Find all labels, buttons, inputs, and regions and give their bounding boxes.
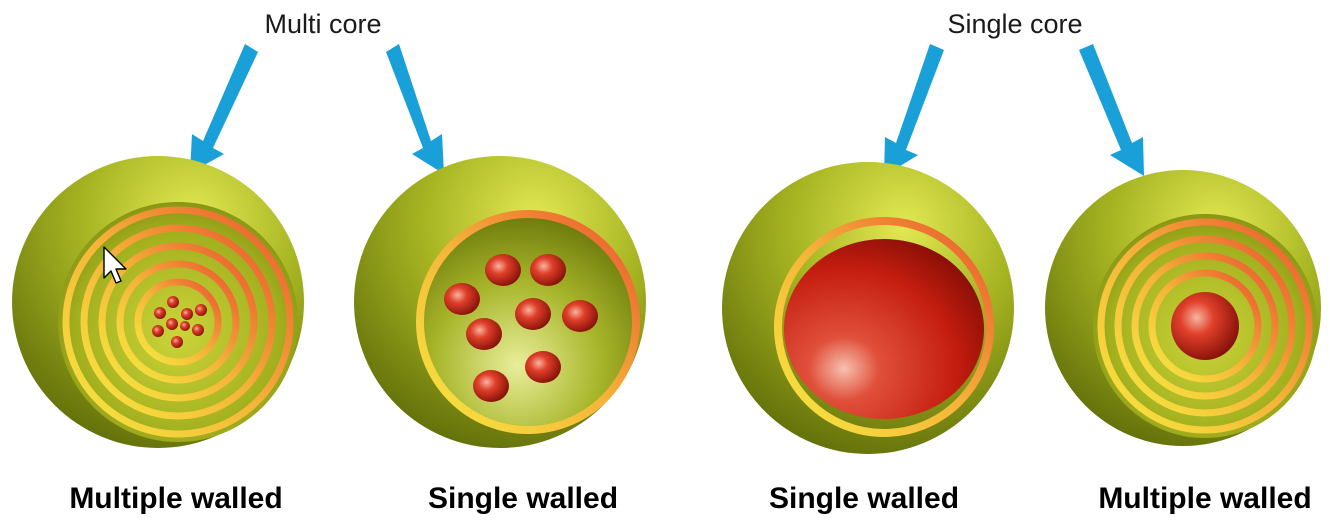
core-particle — [192, 324, 204, 336]
core-particle — [171, 336, 183, 348]
core-particle — [473, 370, 509, 402]
arrow-icons — [190, 44, 1144, 176]
core-particle — [444, 283, 480, 315]
core-particle — [530, 254, 566, 286]
caption-multicore-multiple-walled: Multiple walled — [69, 482, 282, 515]
core-particle — [515, 298, 551, 330]
caption-multicore-single-walled: Single walled — [428, 482, 618, 515]
core-particle — [152, 325, 164, 337]
capsule-multicore-multiple-walled — [12, 156, 304, 448]
core-particle — [525, 351, 561, 383]
capsule-singlecore-single-walled — [722, 162, 1014, 454]
core-particle — [181, 308, 193, 320]
capsule-singlecore-multiple-walled — [1045, 170, 1321, 446]
core-particle — [167, 296, 179, 308]
core-particle — [180, 321, 190, 331]
capsule-multicore-single-walled — [354, 156, 646, 448]
multi-core-heading: Multi core — [264, 9, 381, 39]
single-core-heading: Single core — [947, 9, 1082, 39]
caption-singlecore-multiple-walled: Multiple walled — [1098, 482, 1311, 515]
caption-singlecore-single-walled: Single walled — [769, 482, 959, 515]
core-particle — [562, 300, 598, 332]
single-core-sphere — [1171, 292, 1239, 360]
arrow-single-core-to-single-walled — [884, 44, 944, 176]
arrow-single-core-to-multiple-walled — [1079, 44, 1144, 176]
single-core-sphere — [784, 239, 984, 419]
core-particle — [485, 254, 521, 286]
capsule-interior — [58, 202, 298, 442]
core-particle — [154, 307, 166, 319]
core-particle — [166, 318, 178, 330]
core-particle — [195, 304, 207, 316]
core-particle — [466, 318, 502, 350]
arrow-multi-core-to-single-walled — [386, 44, 444, 174]
arrow-multi-core-to-multiple-walled — [190, 44, 258, 173]
